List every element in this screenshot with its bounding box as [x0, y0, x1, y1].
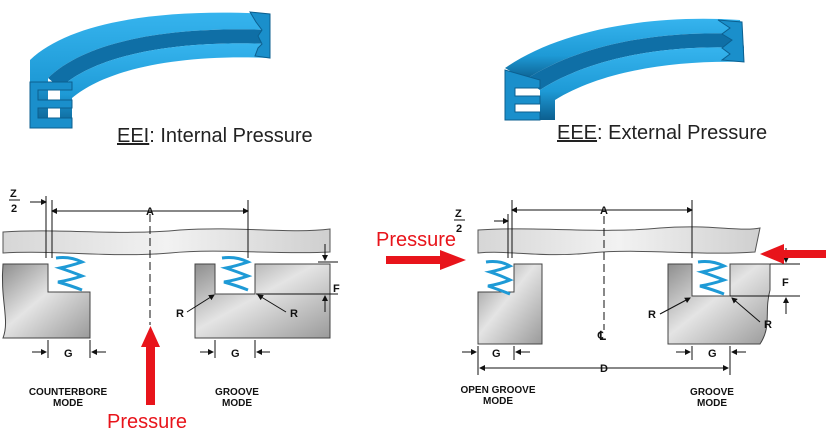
seal-profile-right — [220, 256, 253, 292]
svg-text:MODE: MODE — [697, 398, 727, 409]
radius-label: R — [176, 308, 184, 320]
radius-label: R — [290, 308, 298, 320]
pressure-arrow-left — [146, 345, 155, 405]
dim-f-label: F — [782, 277, 789, 289]
dim-g-label: G — [492, 348, 501, 360]
radius-label: R — [648, 309, 656, 321]
dim-a-label: A — [600, 205, 608, 217]
svg-text:MODE: MODE — [222, 398, 252, 409]
dim-g-label: G — [708, 348, 717, 360]
svg-text:MODE: MODE — [483, 396, 513, 407]
centerline-symbol: ℄ — [597, 329, 606, 343]
radius-label: R — [764, 319, 772, 331]
eei-caption: EEI: Internal Pressure — [117, 125, 313, 147]
open-groove-mode-label: OPEN GROOVE — [460, 385, 535, 396]
eee-labels: Z 2 A F G G D ℄ R R OPEN GROOVE MODE GRO… — [376, 205, 789, 409]
dim-g-label: G — [231, 348, 240, 360]
z-label: Z — [455, 208, 462, 220]
z-half-label: 2 — [456, 223, 462, 235]
eei-cross-section — [1, 196, 338, 405]
z-half-label: 2 — [11, 203, 17, 215]
eee-caption: EEE: External Pressure — [557, 122, 768, 144]
seal-profile-right — [696, 260, 729, 296]
eee-seal-render — [504, 18, 745, 121]
dim-a-label: A — [146, 206, 154, 218]
dim-d-label: D — [600, 363, 608, 375]
groove-mode-label: GROOVE — [215, 387, 259, 398]
counterbore-mode-label: COUNTERBORE — [29, 387, 108, 398]
eee-cross-section — [386, 200, 826, 375]
dim-g-label: G — [64, 348, 73, 360]
seal-profile-left — [484, 260, 514, 296]
pressure-label: Pressure — [107, 411, 187, 433]
dim-f-label: F — [333, 283, 340, 295]
eei-labels: Z 2 A F G G R R COUNTERBORE MODE GROOVE … — [9, 188, 340, 433]
svg-text:MODE: MODE — [53, 398, 83, 409]
pressure-arrow-right — [782, 250, 826, 258]
z-label: Z — [10, 188, 17, 200]
pressure-arrow-left — [386, 256, 442, 264]
pressure-label: Pressure — [376, 229, 456, 251]
seal-profile-left — [54, 256, 87, 292]
eei-seal-render — [29, 11, 271, 129]
groove-mode-label: GROOVE — [690, 387, 734, 398]
